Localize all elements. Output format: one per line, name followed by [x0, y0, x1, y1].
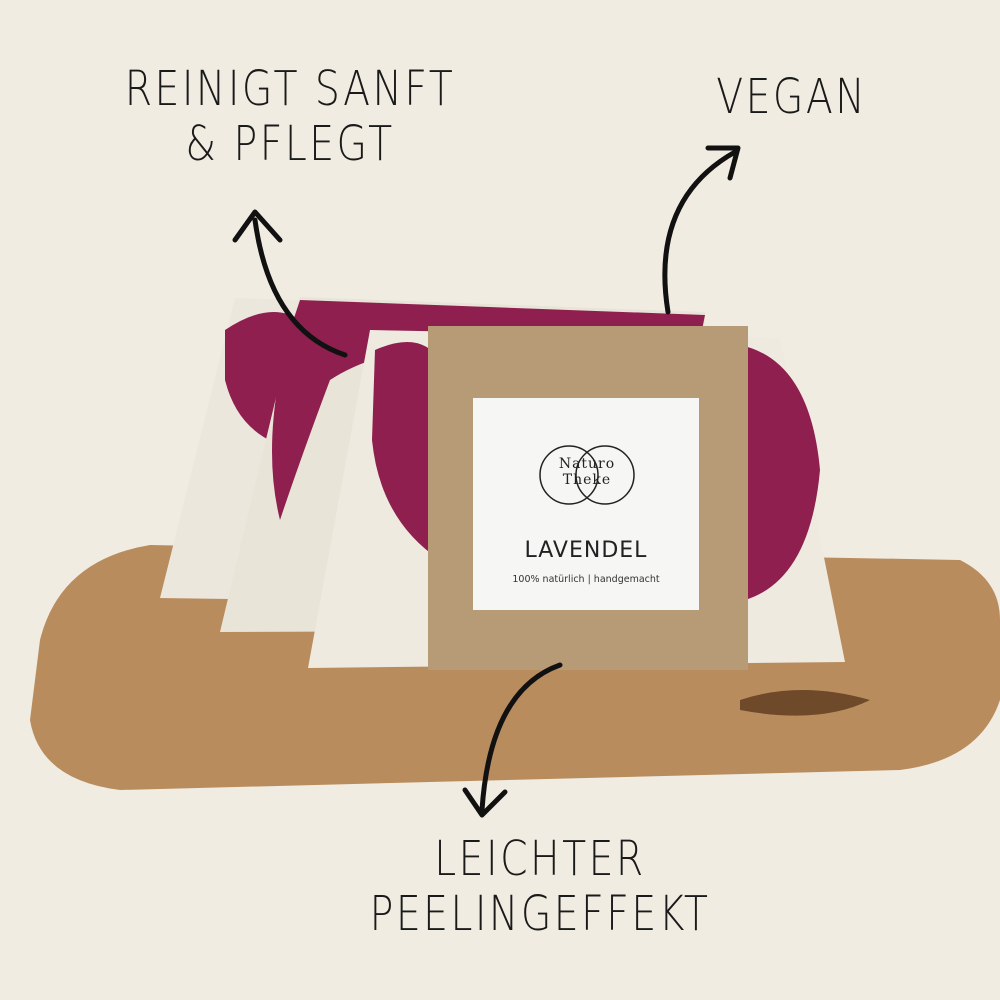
product-name: LAVENDEL: [524, 538, 648, 563]
arrow-top-left: [252, 217, 348, 358]
soap-swirl-front: [372, 342, 440, 560]
arrowhead-bottom: [462, 787, 508, 818]
annotation-gentle-cleansing: REINIGT SANFT & PFLEGT: [124, 61, 456, 173]
arrow-top-right: [662, 149, 738, 315]
arrowhead-top-right: [705, 145, 741, 181]
arrowhead-top-left: [232, 209, 283, 243]
board-knot: [740, 690, 870, 716]
product-label: Naturo Theke LAVENDEL 100% natürlich | h…: [473, 398, 699, 610]
brand-logo: [539, 445, 635, 505]
arrow-bottom: [479, 662, 563, 813]
annotation-vegan: VEGAN: [716, 69, 868, 125]
soap-swirl-front-right: [740, 345, 820, 600]
brand-name: Naturo Theke: [558, 456, 616, 488]
annotation-peeling-effect: LEICHTER PEELINGEFFEKT: [369, 831, 711, 943]
product-tagline: 100% natürlich | handgemacht: [512, 574, 660, 585]
